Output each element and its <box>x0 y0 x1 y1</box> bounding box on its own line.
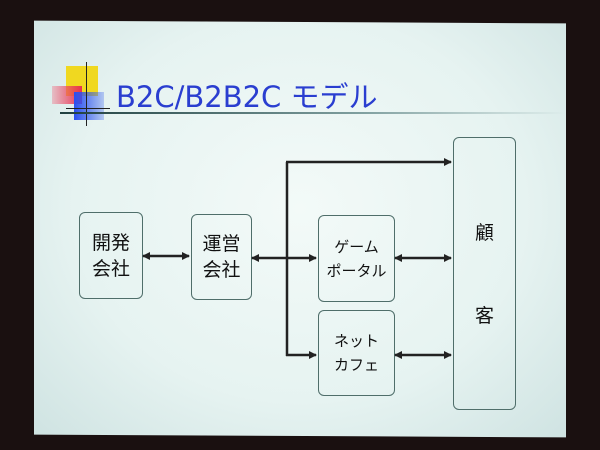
operator-label: 運営 会社 <box>202 233 241 281</box>
title-underline <box>60 112 565 114</box>
customer-label-1: 顧 <box>474 222 494 244</box>
developer-label: 開発 会社 <box>91 231 130 280</box>
customer-label-2: 客 <box>474 305 494 327</box>
operator-box: 運営 会社 <box>191 214 252 300</box>
customer-box: 顧 客 <box>453 137 516 410</box>
developer-box: 開発 会社 <box>79 212 143 299</box>
net-cafe-label: ネット カフェ <box>333 332 379 374</box>
game-portal-label: ゲーム ポータル <box>326 237 387 280</box>
slide-title: B2C/B2B2C モデル <box>116 80 378 114</box>
